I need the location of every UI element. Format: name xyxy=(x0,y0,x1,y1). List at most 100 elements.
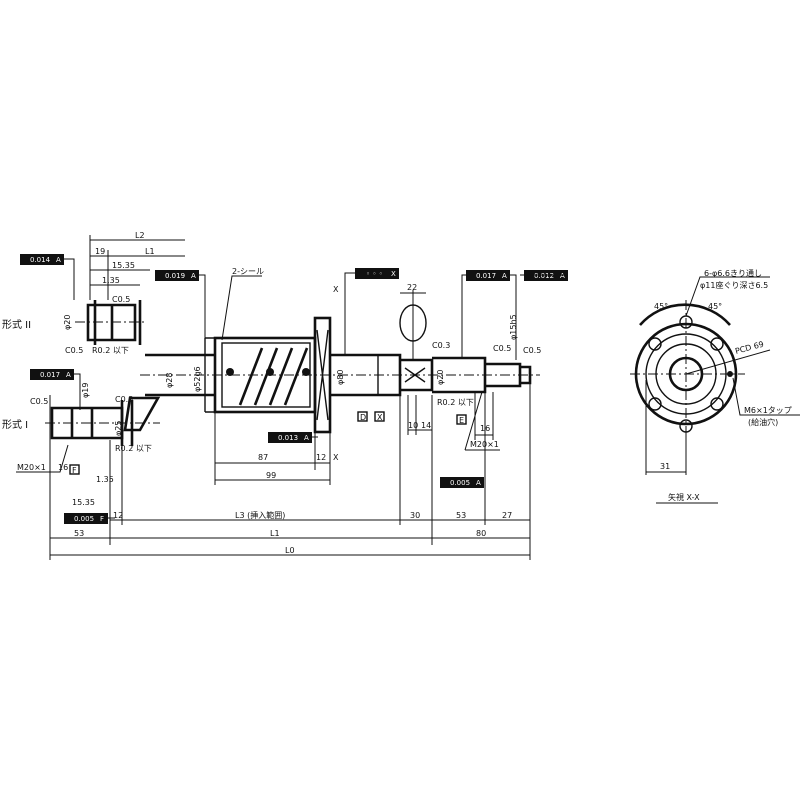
svg-text:0.014: 0.014 xyxy=(30,256,51,264)
svg-text:F: F xyxy=(72,466,77,475)
diameter-label: φ19 xyxy=(81,383,90,398)
dim-label: 30 xyxy=(410,511,420,520)
runout-tolerance: 0.005 A xyxy=(440,477,484,488)
svg-text:A: A xyxy=(304,434,309,442)
angle-label: 45° xyxy=(654,302,668,311)
seal-label: 2-シール xyxy=(232,267,264,276)
hole-spec: 6-φ6.6きり通し xyxy=(704,268,762,278)
dim-label: 19 xyxy=(95,247,105,256)
dim-label: 80 xyxy=(476,529,486,538)
counterbore-spec: φ11座ぐり深さ6.5 xyxy=(700,280,768,290)
tap-label: M6×1タップ xyxy=(744,406,792,415)
tap-note: (給油穴) xyxy=(748,417,778,427)
dim-label: 87 xyxy=(258,453,268,462)
dim-label: 10 xyxy=(408,421,418,430)
dim-label: L0 xyxy=(285,546,295,555)
radius-label: R0.2 以下 xyxy=(92,346,129,355)
diameter-label: φ80 xyxy=(336,370,345,385)
svg-text:X: X xyxy=(377,413,383,422)
dim-label: 15.35 xyxy=(112,261,135,270)
diameter-label: φ28 xyxy=(165,373,174,388)
dim-label: L3 (挿入範囲) xyxy=(235,510,285,520)
radius-label: R0.2 以下 xyxy=(437,398,474,407)
ball-nut xyxy=(204,316,332,434)
svg-text:0.005: 0.005 xyxy=(450,479,470,487)
dim-label: 99 xyxy=(266,471,276,480)
dim-label: 53 xyxy=(74,529,84,538)
chamfer-label: C0.5 xyxy=(493,344,511,353)
break-line xyxy=(123,396,161,432)
chamfer-label: C0.3 xyxy=(432,341,450,350)
runout-tolerance: 0.017 A xyxy=(30,369,74,380)
dim-label: L2 xyxy=(135,231,145,240)
main-shaft xyxy=(140,353,540,397)
dim-label: 16 xyxy=(58,463,68,472)
dim-label: 53 xyxy=(456,511,466,520)
pcd-label: PCD 69 xyxy=(734,340,765,356)
dim-label: 12 xyxy=(113,511,123,520)
dim-label: L1 xyxy=(145,247,155,256)
svg-text:◦ ◦ ◦: ◦ ◦ ◦ xyxy=(366,270,383,278)
svg-text:A: A xyxy=(66,371,71,379)
diameter-label: φ20 xyxy=(436,370,445,385)
svg-text:A: A xyxy=(502,272,507,280)
datum-markers: D X E F xyxy=(69,411,467,475)
runout-tolerance: 0.013 A xyxy=(268,432,312,443)
svg-text:0.005: 0.005 xyxy=(74,515,94,523)
svg-text:D: D xyxy=(360,413,366,422)
flange-end-view: 6-φ6.6きり通し φ11座ぐり深さ6.5 45° 45° PCD 69 M6… xyxy=(630,268,800,504)
dim-label: 15.35 xyxy=(72,498,95,507)
nut-dimensions: 2-シール φ28 φ52g6 φ80 87 12 99 X X xyxy=(165,267,345,485)
svg-text:A: A xyxy=(56,256,61,264)
svg-text:A: A xyxy=(191,272,196,280)
form-2-label: 形式 II xyxy=(2,318,31,331)
diameter-label: φ20 xyxy=(63,315,72,330)
top-dimensions: L2 L1 19 15.35 1.35 xyxy=(89,231,185,300)
dim-label: 1.35 xyxy=(96,475,114,484)
bottom-dimensions: 12 L3 (挿入範囲) 30 53 27 53 L1 80 L0 xyxy=(49,383,531,560)
diameter-label: φ52g6 xyxy=(193,366,202,392)
chamfer-label: C0.5 xyxy=(30,397,48,406)
section-marker: X xyxy=(333,453,339,462)
form-1-label: 形式 I xyxy=(2,418,28,431)
dim-label: 14 xyxy=(421,421,431,430)
position-tolerance: ◦ ◦ ◦ X xyxy=(355,268,399,279)
svg-text:0.017: 0.017 xyxy=(40,371,60,379)
svg-text:0.012: 0.012 xyxy=(534,272,554,280)
runout-tolerance: 0.019 A xyxy=(155,270,199,281)
svg-text:F: F xyxy=(100,515,104,523)
svg-text:0.017: 0.017 xyxy=(476,272,496,280)
end-form-2: 形式 II C0.5 C0.5 R0.2 以下 φ20 xyxy=(2,295,145,355)
runout-tolerance: 0.017 A xyxy=(466,270,510,281)
svg-text:A: A xyxy=(560,272,565,280)
view-label: 矢視 X-X xyxy=(668,492,700,502)
svg-text:X: X xyxy=(391,270,396,278)
thread-label: M20×1 xyxy=(17,463,46,472)
chamfer-label: C0.5 xyxy=(523,346,541,355)
dim-label: 31 xyxy=(660,462,670,471)
angle-label: 45° xyxy=(708,302,722,311)
runout-tolerance: 0.005 F xyxy=(64,513,108,524)
chamfer-label: C0.3 xyxy=(115,395,133,404)
chamfer-label: C0.5 xyxy=(112,295,130,304)
end-form-1: 形式 I C0.5 C0.3 R0.2 以下 φ25 φ19 M20×1 16 … xyxy=(2,383,160,507)
svg-text:A: A xyxy=(476,479,481,487)
dim-label: 27 xyxy=(502,511,512,520)
dim-label: 1.35 xyxy=(102,276,120,285)
section-marker: X xyxy=(333,285,339,294)
svg-text:E: E xyxy=(459,416,464,425)
thread-label: M20×1 xyxy=(470,440,499,449)
svg-text:0.013: 0.013 xyxy=(278,434,298,442)
radius-label: R0.2 以下 xyxy=(115,444,152,453)
svg-text:0.019: 0.019 xyxy=(165,272,185,280)
support-dimensions: 22 C0.3 C0.5 C0.5 φ20 φ15h5 R0.2 以下 10 1… xyxy=(399,283,541,451)
diameter-label: φ25 xyxy=(114,421,123,436)
runout-tolerance: 0.014 A xyxy=(20,254,64,265)
dim-label: 22 xyxy=(407,283,417,292)
dim-label: L1 xyxy=(270,529,280,538)
dim-label: 12 xyxy=(316,453,326,462)
chamfer-label: C0.5 xyxy=(65,346,83,355)
diameter-label: φ15h5 xyxy=(509,314,518,340)
